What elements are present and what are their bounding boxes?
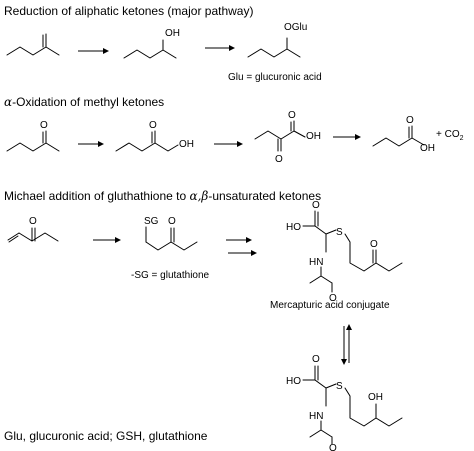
hydroxyketone-oh: OH (179, 139, 194, 150)
conjugate-bottom-ho: HO (286, 376, 301, 387)
hydroxyketone-o: O (149, 120, 157, 131)
conjugate-bottom-o-acetyl: O (329, 443, 337, 451)
acid-skeleton (372, 137, 425, 147)
co2-byproduct: + CO2 (436, 129, 464, 142)
conjugate-top-o-ketone: O (370, 239, 378, 250)
mercapturic-conjugate-label: Mercapturic acid conjugate (270, 300, 390, 311)
conjugate-top-s: S (336, 227, 343, 238)
pentanol-skeleton (123, 49, 177, 59)
conjugate-top-o-acid: O (312, 200, 320, 211)
alpha-title: α-Oxidation of methyl ketones (4, 95, 164, 109)
conjugate-bottom-s: S (336, 381, 343, 392)
vinyl-ketone-o: O (29, 216, 37, 227)
methyl-ketone-skeleton (6, 142, 60, 152)
gs-adduct-sg: SG (144, 216, 159, 227)
acid-oh: OH (420, 143, 435, 154)
gs-adduct-o: O (168, 216, 176, 227)
pentanol-oh-label: OH (165, 28, 180, 39)
hydroxyketone-skeleton (115, 142, 179, 152)
glucuronide-skeleton (247, 48, 301, 58)
reduction-title: Reduction of aliphatic ketones (major pa… (4, 4, 253, 18)
conjugate-top-chain (344, 233, 403, 272)
pentanone-skeleton (6, 46, 60, 56)
ketoacid-skeleton (254, 130, 306, 140)
glucuronide-oglu-label: OGlu (284, 22, 307, 33)
methyl-ketone-o: O (40, 120, 48, 131)
ketoacid-oh: OH (306, 131, 321, 142)
acid-o: O (406, 115, 414, 126)
michael-title: Michael addition of gluthathione to α,β-… (4, 189, 321, 203)
conjugate-bottom-hn: HN (309, 411, 323, 422)
alpha-title-text: -Oxidation of methyl ketones (12, 95, 164, 109)
ketoacid-o-acid: O (288, 110, 296, 121)
glu-definition-note: Glu = glucuronic acid (228, 72, 322, 83)
conjugate-top-o-acetyl: O (329, 293, 337, 304)
ketoacid-o-keto: O (275, 154, 283, 165)
footer-abbreviations: Glu, glucuronic acid; GSH, glutathione (4, 429, 208, 443)
conjugate-top-hn: HN (309, 257, 323, 268)
alpha-symbol: α (4, 95, 12, 109)
conjugate-bottom-o-acid: O (312, 354, 320, 365)
vinyl-ketone-skeleton (18, 232, 59, 242)
gs-adduct-skeleton (145, 241, 198, 251)
sg-definition-note: -SG = glutathione (131, 270, 210, 281)
conjugate-top-ho: HO (286, 222, 301, 233)
conjugate-bottom-chain (344, 387, 403, 427)
conjugate-bottom-oh: OH (368, 392, 383, 403)
